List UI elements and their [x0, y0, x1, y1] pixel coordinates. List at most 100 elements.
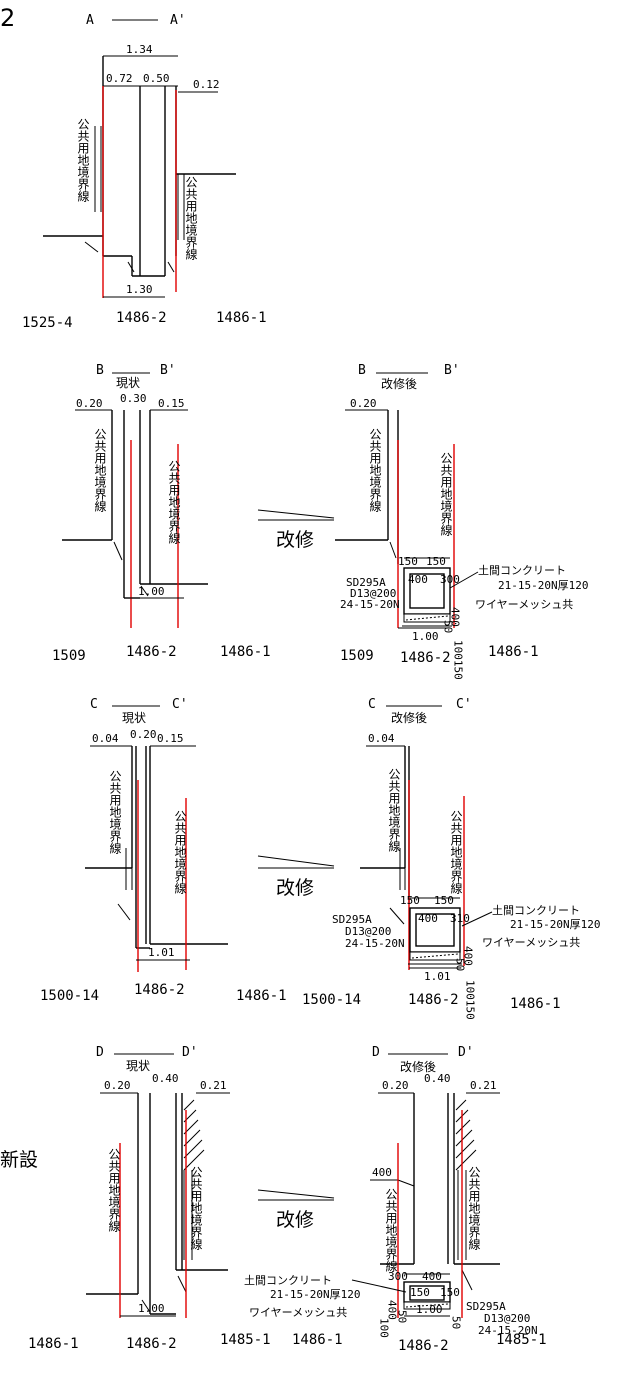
- boundary-right-label: 公共用地境界線: [184, 176, 198, 260]
- dim-right: 0.21: [470, 1079, 497, 1092]
- u-gutter: [402, 557, 452, 627]
- lot-right: 1486-1: [216, 310, 267, 326]
- dim-w4: 310: [450, 912, 470, 925]
- note-1: 土間コンクリート: [244, 1274, 332, 1287]
- note-3: ワイヤーメッシュ共: [475, 598, 573, 611]
- boundary-left-label: 公共用地境界線: [368, 428, 382, 512]
- section-a: 2 A A' 1.34 0.72 0.50 0.12: [0, 4, 267, 331]
- rebar-spec-3: 24-15-20N: [340, 598, 400, 611]
- section-label-left: A: [86, 13, 94, 28]
- note-2: 21-15-20N厚120: [498, 579, 588, 592]
- slope-hatch: [183, 1099, 205, 1171]
- rebar-spec-2: D13@200: [484, 1312, 530, 1325]
- lot-left: 1509: [340, 648, 374, 664]
- dim-total: 1.34: [126, 43, 153, 56]
- arrow-c: 改修: [257, 855, 335, 899]
- boundary-left-label: 公共用地境界線: [387, 768, 401, 852]
- fence-left: [125, 848, 133, 890]
- rebar-spec-3: 24-15-20N: [478, 1324, 538, 1337]
- arrow-label: 改修: [276, 1209, 314, 1231]
- dim-mid: 0.50: [143, 72, 170, 85]
- dim-bottom: 1.00: [416, 1303, 443, 1316]
- dim-right: 0.15: [158, 397, 185, 410]
- boundary-right-label: 公共用地境界線: [173, 810, 187, 894]
- note-3: ワイヤーメッシュ共: [482, 936, 580, 949]
- dim-left: 0.04: [368, 732, 395, 745]
- dim-left: 0.20: [382, 1079, 409, 1092]
- boundary-right-label: 公共用地境界線: [467, 1166, 481, 1250]
- lot-right: 1485-1: [220, 1332, 271, 1348]
- lot-left: 1525-4: [22, 315, 73, 331]
- state-label: 現状: [126, 1059, 150, 1073]
- state-label: 改修後: [381, 376, 417, 391]
- dim-right: 0.12: [193, 78, 220, 91]
- state-label: 改修後: [391, 710, 427, 725]
- section-label-left: B: [358, 363, 366, 378]
- boundary-right-label: 公共用地境界線: [167, 460, 181, 544]
- section-label-left: D: [372, 1045, 380, 1060]
- dim-h3: 100150: [452, 640, 465, 680]
- rebar-spec-2: D13@200: [345, 925, 391, 938]
- lot-left: 1500-14: [302, 992, 361, 1008]
- dim-right: 0.21: [200, 1079, 227, 1092]
- arrow-b: 改修: [257, 509, 335, 551]
- dim-h4: 50: [450, 1316, 463, 1329]
- note-3: ワイヤーメッシュ共: [249, 1306, 347, 1319]
- dim-left: 0.04: [92, 732, 119, 745]
- fence-left: [94, 126, 102, 212]
- lot-mid: 1486-2: [126, 1336, 177, 1352]
- dim-h1: 400: [449, 607, 462, 627]
- dim-w1: 150: [400, 894, 420, 907]
- dim-bottom: 1.01: [148, 946, 175, 959]
- state-label: 改修後: [400, 1059, 436, 1074]
- dim-h1: 400: [462, 946, 475, 966]
- boundary-right-label: 公共用地境界線: [189, 1166, 203, 1250]
- dim-bottom: 1.30: [126, 283, 153, 296]
- section-label-right: D': [182, 1045, 198, 1060]
- section-d-now: D 現状 D' 0.20 0.40 0.21 公共: [28, 1045, 271, 1352]
- section-label-right: A': [170, 13, 186, 28]
- note-2: 21-15-20N厚120: [270, 1288, 360, 1301]
- lot-mid: 1486-2: [400, 650, 451, 666]
- boundary-left-label: 公共用地境界線: [384, 1188, 398, 1272]
- dim-h2: 50: [396, 1310, 409, 1323]
- lot-left: 1509: [52, 648, 86, 664]
- rebar-spec-1: SD295A: [346, 576, 386, 589]
- dim-left: 0.72: [106, 72, 133, 85]
- lot-left: 1486-1: [292, 1332, 343, 1348]
- dim-w3: 150: [410, 1286, 430, 1299]
- dim-w4: 300: [440, 573, 460, 586]
- lot-mid: 1486-2: [408, 992, 459, 1008]
- dim-right: 0.15: [157, 732, 184, 745]
- section-label-right: C': [172, 697, 188, 712]
- dim-w3: 400: [418, 912, 438, 925]
- dim-h3: 100150: [464, 980, 477, 1020]
- fence-right: [183, 1170, 193, 1260]
- section-label-left: C: [90, 697, 98, 712]
- dim-w2: 150: [426, 555, 446, 568]
- dim-mid: 0.20: [130, 728, 157, 741]
- lot-mid: 1486-2: [134, 982, 185, 998]
- dim-mid: 0.40: [152, 1072, 179, 1085]
- boundary-left-label: 公共用地境界線: [107, 1148, 121, 1232]
- dim-mid: 0.30: [120, 392, 147, 405]
- dim-w2: 400: [422, 1270, 442, 1283]
- section-label-left: C: [368, 697, 376, 712]
- dim-left: 0.20: [104, 1079, 131, 1092]
- dim-w4: 150: [440, 1286, 460, 1299]
- lot-mid: 1486-2: [398, 1338, 449, 1354]
- lot-right: 1486-1: [220, 644, 271, 660]
- dim-mid: 0.40: [424, 1072, 451, 1085]
- fence-right: [457, 1170, 467, 1260]
- boundary-left-label: 公共用地境界線: [93, 428, 107, 512]
- section-label-right: D': [458, 1045, 474, 1060]
- dim-h2: 50: [442, 620, 455, 633]
- arrow-label: 改修: [276, 529, 314, 551]
- dim-w3: 400: [408, 573, 428, 586]
- lot-mid: 1486-2: [116, 310, 167, 326]
- section-label-left: D: [96, 1045, 104, 1060]
- dim-left: 0.20: [350, 397, 377, 410]
- rebar-spec-1: SD295A: [466, 1300, 506, 1313]
- dim-h1: 400: [386, 1300, 399, 1320]
